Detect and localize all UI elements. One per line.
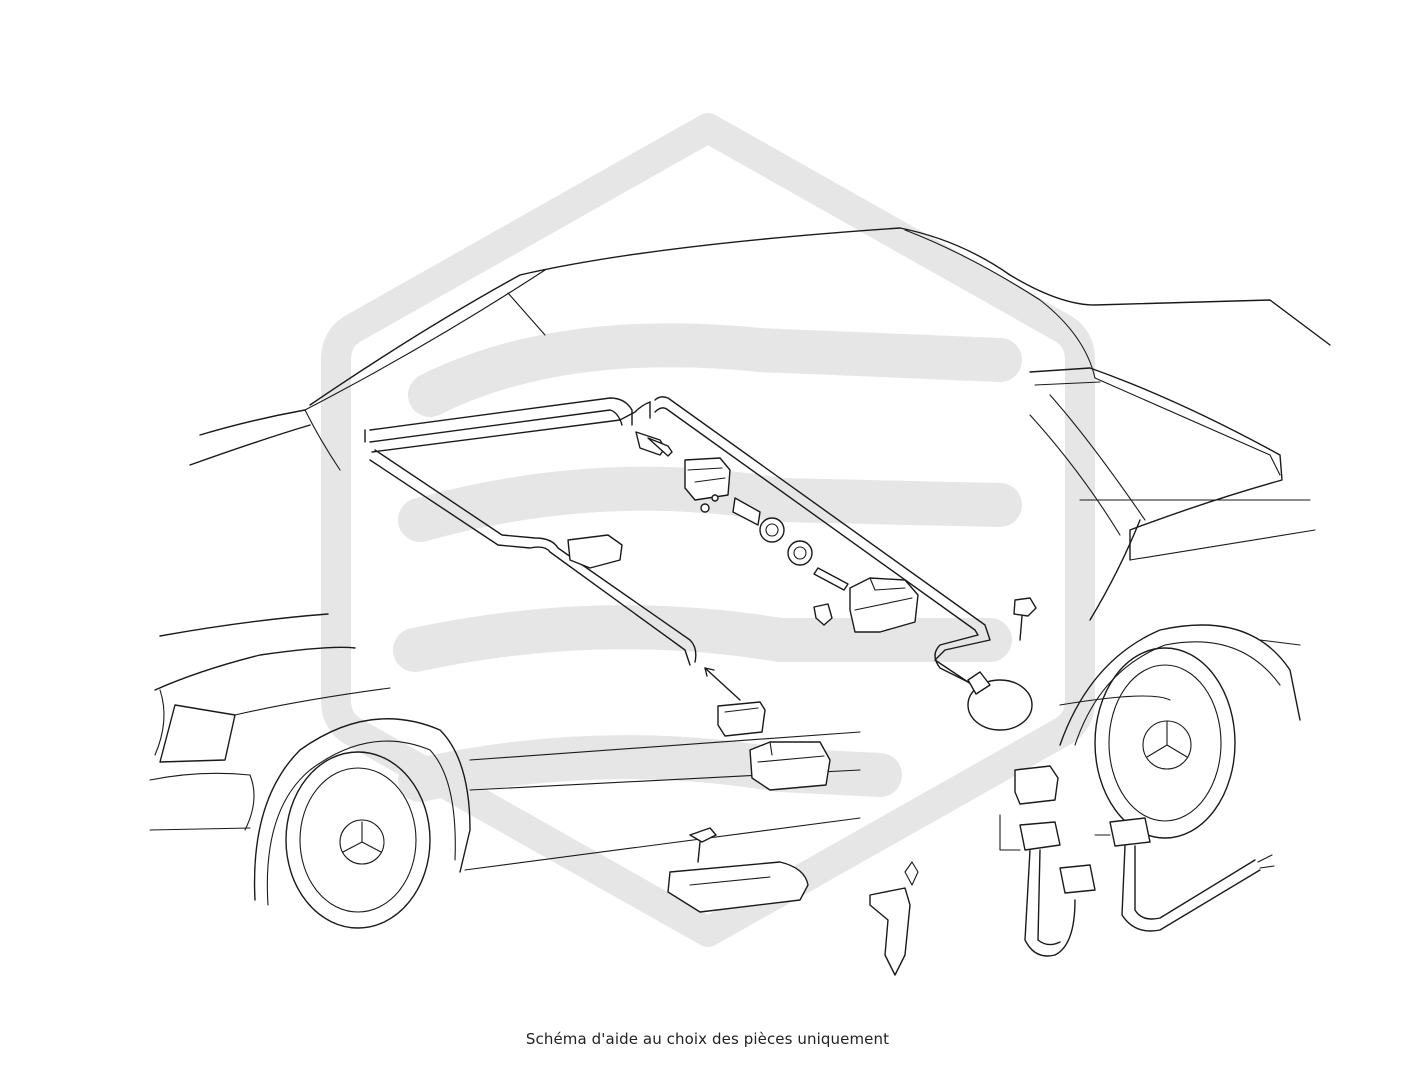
ring-icon bbox=[759, 517, 813, 566]
pump-icon bbox=[684, 457, 731, 513]
lamp-housing-icon bbox=[749, 741, 1059, 805]
rear-wheel-icon bbox=[1094, 647, 1236, 839]
reservoir-icon bbox=[813, 577, 919, 633]
arrow-icon bbox=[704, 667, 741, 701]
clip-icon bbox=[567, 534, 623, 569]
screw-icon bbox=[1013, 597, 1037, 641]
switch-icon bbox=[717, 701, 766, 737]
bracket-icon bbox=[869, 861, 919, 976]
bulb-icon bbox=[967, 671, 1033, 731]
car-outline bbox=[149, 227, 1331, 906]
watermark-logo-icon bbox=[321, 113, 1095, 947]
parts-diagram bbox=[149, 113, 1331, 976]
front-wheel-icon bbox=[285, 751, 431, 929]
interior-lamp-icon bbox=[667, 827, 809, 913]
diagram-caption: Schéma d'aide au choix des pièces unique… bbox=[525, 1030, 890, 1048]
rod-icon bbox=[813, 567, 849, 591]
wiring-harness-icon bbox=[999, 814, 1275, 957]
nozzle-icon bbox=[635, 431, 761, 526]
washer-hose-icon bbox=[364, 396, 991, 691]
